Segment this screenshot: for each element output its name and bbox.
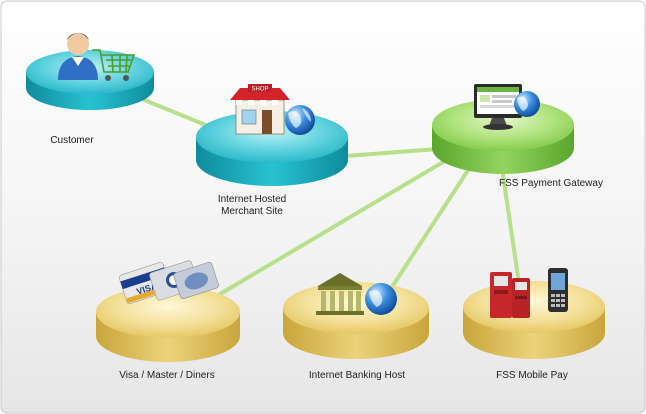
connector-gateway-banking xyxy=(388,153,480,292)
banking-platform xyxy=(283,273,429,359)
kiosk-and-mobile-phone-icon xyxy=(490,268,568,318)
computer-monitor-with-globe-icon xyxy=(474,84,540,130)
shopper-with-cart-icon xyxy=(58,33,136,81)
credit-cards-icon: VISA xyxy=(118,260,219,304)
mobile-label: FSS Mobile Pay xyxy=(496,370,568,381)
gateway-platform xyxy=(432,84,574,174)
gateway-label: FSS Payment Gateway xyxy=(499,178,603,189)
cards-platform: VISA xyxy=(96,260,240,362)
merchant-label-line2: Merchant Site xyxy=(221,206,283,217)
cards-label: Visa / Master / Diners xyxy=(119,370,215,381)
shop-with-globe-icon: SHOP xyxy=(230,84,315,135)
connector-gateway-cards xyxy=(208,153,457,302)
merchant-label: Internet Hosted Merchant Site xyxy=(200,194,304,218)
merchant-label-line1: Internet Hosted xyxy=(217,194,287,205)
connector-gateway-mobile xyxy=(498,153,522,292)
banking-label: Internet Banking Host xyxy=(308,370,406,381)
customer-platform xyxy=(26,33,154,110)
bank-with-globe-icon xyxy=(316,273,397,315)
svg-text:SHOP: SHOP xyxy=(251,87,268,93)
mobile-platform xyxy=(463,268,605,359)
merchant-platform: SHOP xyxy=(196,84,348,186)
customer-label: Customer xyxy=(50,135,94,146)
